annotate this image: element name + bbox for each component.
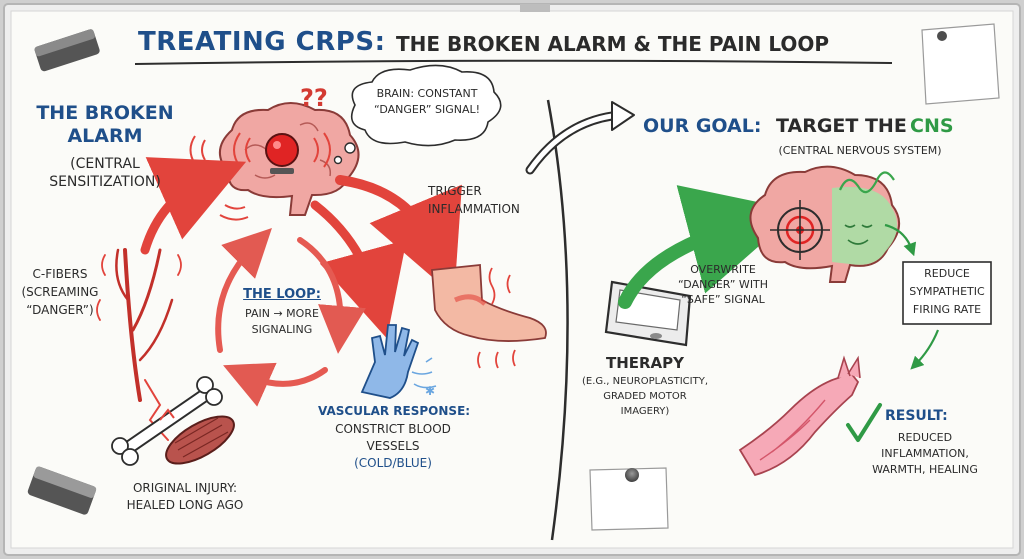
title-underline — [134, 59, 893, 65]
c-fibers-label-3: “DANGER”) — [26, 303, 94, 317]
result-line-1: REDUCED — [897, 431, 953, 444]
c-fibers-illustration — [96, 248, 182, 441]
central-sensitization-1: (CENTRAL — [70, 156, 140, 172]
broken-alarm-heading-1: THE BROKEN — [36, 102, 174, 124]
green-arrow — [618, 185, 800, 309]
cold-hand-illustration: ✱ — [360, 324, 437, 399]
result-line-3: WARMTH, HEALING — [872, 463, 978, 476]
goal-subtitle: (CENTRAL NERVOUS SYSTEM) — [778, 144, 942, 157]
c-fibers-label-1: C-FIBERS — [32, 267, 88, 281]
eraser-top-left — [34, 29, 100, 72]
brain-thought-bubble — [333, 64, 502, 165]
brain-illustration — [189, 102, 360, 221]
question-marks: ?? — [300, 84, 328, 112]
checkmark-icon — [846, 403, 882, 442]
trigger-inflammation-1: TRIGGER — [428, 184, 482, 198]
loop-text-1: PAIN → MORE — [245, 307, 319, 320]
vascular-response-2: VESSELS — [366, 439, 420, 453]
overwrite-line-1: OVERWRITE — [690, 263, 756, 276]
green-arrow-to-arm — [910, 329, 940, 370]
result-line-2: INFLAMMATION, — [881, 447, 969, 460]
goal-cns: CNS — [910, 115, 954, 137]
therapy-line-2: GRADED MOTOR — [603, 391, 687, 402]
overwrite-line-3: “SAFE” SIGNAL — [681, 293, 765, 306]
reduce-line-2: SYMPATHETIC — [909, 285, 985, 298]
divider-curve — [546, 99, 569, 541]
loop-text-2: SIGNALING — [251, 323, 313, 336]
brain-bubble-line-1: BRAIN: CONSTANT — [376, 87, 478, 100]
vascular-response-3: (COLD/BLUE) — [354, 456, 432, 470]
original-injury-2: HEALED LONG AGO — [126, 498, 244, 512]
title-sub: THE BROKEN ALARM & THE PAIN LOOP — [396, 32, 830, 56]
goal-prefix: OUR GOAL: — [643, 115, 762, 137]
broken-alarm-heading-2: ALARM — [67, 125, 143, 147]
muscle-illustration — [165, 415, 235, 465]
brain-bubble-line-2: “DANGER” SIGNAL! — [373, 103, 481, 116]
eraser-bottom-left — [27, 466, 97, 515]
sticky-note-top-right — [921, 23, 1000, 105]
therapy-title: THERAPY — [605, 354, 685, 372]
inflamed-foot-illustration — [431, 264, 547, 369]
healed-arm-illustration — [738, 355, 861, 477]
sticky-note-bottom — [589, 467, 669, 531]
vascular-response-1: CONSTRICT BLOOD — [335, 422, 451, 436]
transition-arrow — [525, 101, 635, 175]
reduce-line-3: FIRING RATE — [912, 303, 982, 316]
loop-title: THE LOOP: — [243, 287, 321, 302]
therapy-line-1: (e.g., NEUROPLASTICITY, — [581, 376, 709, 387]
c-fibers-label-2: (SCREAMING — [21, 285, 99, 299]
target-brain-illustration — [749, 165, 900, 283]
green-arrow-to-reduce — [884, 223, 917, 257]
reduce-line-1: REDUCE — [924, 267, 970, 280]
reduce-box — [902, 261, 992, 325]
red-arrows — [140, 157, 462, 407]
title-main: TREATING CRPS: — [138, 27, 386, 57]
original-injury-1: ORIGINAL INJURY: — [132, 481, 238, 495]
svg-text:✱: ✱ — [425, 384, 435, 398]
central-sensitization-2: SENSITIZATION) — [49, 174, 161, 190]
goal-text: TARGET THE — [776, 115, 907, 137]
trigger-inflammation-2: INFLAMMATION — [428, 202, 520, 216]
overwrite-line-2: “DANGER” WITH — [677, 278, 769, 291]
therapy-line-3: IMAGERY) — [620, 406, 670, 417]
result-title: RESULT: — [885, 408, 948, 424]
vascular-response-title: VASCULAR RESPONSE: — [318, 404, 471, 418]
bone-illustration — [111, 376, 223, 466]
